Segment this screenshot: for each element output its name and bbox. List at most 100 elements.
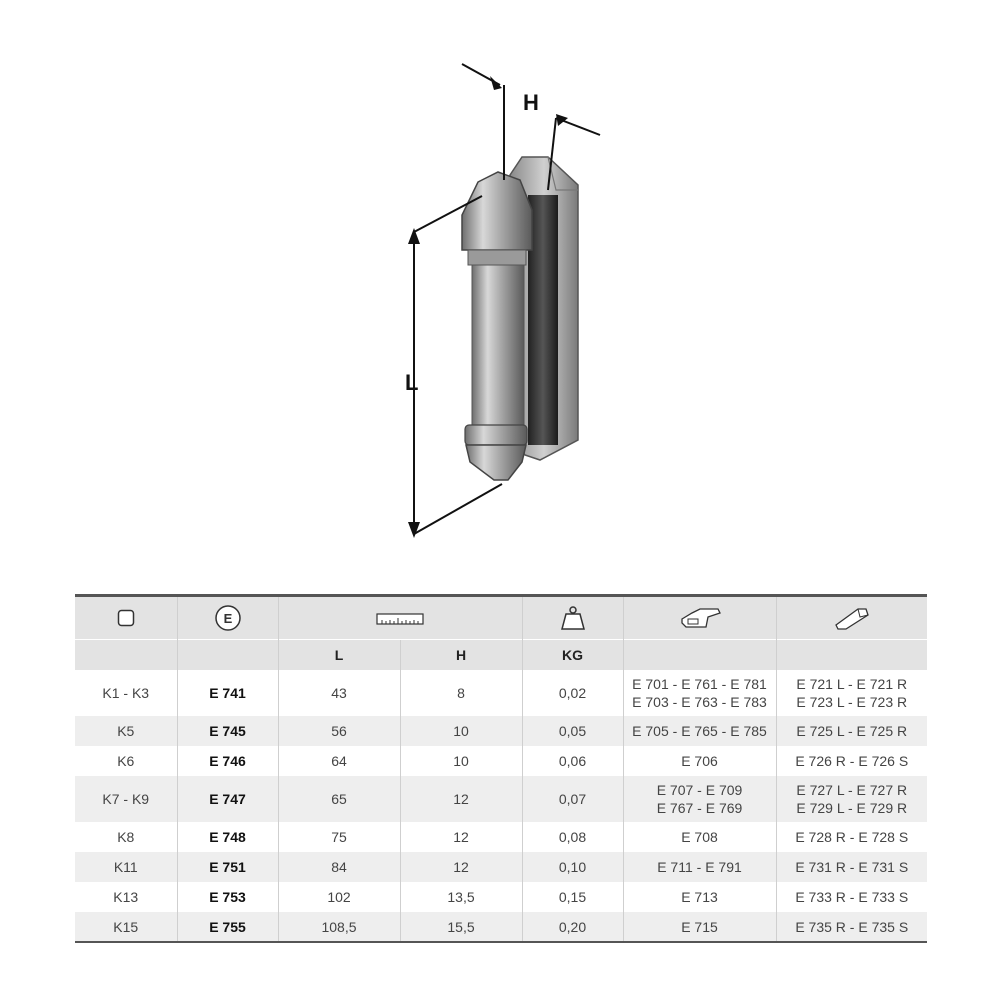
tooth-cell: E 735 R - E 735 S	[775, 912, 927, 943]
code-cell: E 746	[176, 746, 279, 776]
kg-cell: 0,08	[521, 822, 623, 852]
adapter-code: E 701 - E 761 - E 781	[632, 676, 767, 692]
kg-cell: 0,05	[521, 716, 623, 746]
size-cell: K11	[75, 852, 177, 882]
h-cell: 10	[399, 716, 522, 746]
tooth-code: E 721 L - E 721 R	[796, 676, 908, 692]
l-header: L	[277, 639, 400, 670]
tooth-cell: E 728 R - E 728 S	[775, 822, 927, 852]
pin	[461, 171, 533, 481]
adapter-code: E 711 - E 791	[657, 859, 742, 875]
code-cell: E 748	[176, 822, 279, 852]
h-header: H	[399, 639, 522, 670]
tooth-header	[775, 639, 927, 670]
adapter-cell: E 711 - E 791	[622, 852, 776, 882]
tooth-column-icon-cell	[775, 594, 927, 640]
tooth-cell: E 733 R - E 733 S	[775, 882, 927, 912]
adapter-code: E 715	[681, 918, 718, 935]
size-cell: K5	[75, 716, 177, 746]
size-column-icon-cell	[75, 594, 177, 640]
size-cell: K8	[117, 829, 135, 845]
adapter-code: E 703 - E 763 - E 783	[632, 694, 767, 710]
tooth-code: E 731 R - E 731 S	[795, 859, 909, 875]
code-cell: E 753	[176, 882, 279, 912]
l-cell: 108,5	[277, 912, 400, 943]
h-cell: 8	[399, 670, 522, 716]
code-column-icon-cell: E	[176, 594, 278, 640]
l-cell: 75	[277, 822, 400, 852]
h-cell: 12	[399, 776, 522, 822]
adapter-code: E 707 - E 709	[656, 782, 743, 798]
adapter-code: E 767 - E 769	[656, 800, 743, 816]
kg-cell: 0,15	[521, 882, 623, 912]
code-cell: E 741	[176, 670, 279, 716]
dimension-l-label: L	[405, 370, 418, 395]
adapter-code: E 708	[681, 829, 718, 845]
code-header	[176, 639, 278, 670]
kg-cell: 0,07	[521, 776, 623, 822]
h-cell: 10	[399, 746, 522, 776]
tooth-code: E 733 R - E 733 S	[795, 889, 909, 905]
l-cell: 84	[277, 852, 400, 882]
code-badge-icon: E	[214, 605, 241, 631]
adapter-code: E 706	[681, 753, 718, 769]
l-cell: 65	[277, 776, 400, 822]
code-cell: E 755	[176, 912, 279, 943]
adapter-cell: E 706	[622, 746, 776, 776]
size-cell: K6	[117, 753, 135, 769]
size-cell: K15	[75, 912, 177, 943]
code-badge-letter: E	[223, 611, 232, 626]
adapter-icon	[680, 608, 721, 628]
part-illustration: H L	[405, 63, 601, 538]
size-cell: K7 - K9	[75, 776, 177, 822]
size-cell: K13	[113, 889, 139, 905]
weight-icon	[560, 606, 585, 630]
h-cell: 15,5	[399, 912, 522, 943]
kg-cell: 0,10	[521, 852, 623, 882]
tooth-icon	[834, 608, 869, 630]
h-cell: 13,5	[399, 882, 522, 912]
rubber-core	[528, 195, 558, 445]
adapter-cell: E 701 - E 761 - E 781 E 703 - E 763 - E 7…	[622, 670, 776, 716]
tooth-code: E 728 R - E 728 S	[795, 829, 909, 845]
tooth-code: E 735 R - E 735 S	[795, 918, 909, 935]
adapter-cell: E 715	[622, 912, 776, 943]
l-cell: 56	[277, 716, 400, 746]
l-cell: 64	[277, 746, 400, 776]
h-cell: 12	[399, 852, 522, 882]
size-cell: K1 - K3	[102, 685, 150, 701]
h-cell: 12	[399, 822, 522, 852]
ruler-icon	[376, 613, 424, 625]
code-cell: E 745	[176, 716, 279, 746]
kg-cell: 0,02	[521, 670, 623, 716]
tooth-cell: E 731 R - E 731 S	[775, 852, 927, 882]
tooth-code: E 723 L - E 723 R	[796, 694, 908, 710]
l-cell: 102	[277, 882, 400, 912]
adapter-cell: E 705 - E 765 - E 785	[622, 716, 776, 746]
weight-column-icon-cell	[521, 594, 623, 640]
adapter-code: E 713	[681, 889, 718, 905]
tooth-code: E 729 L - E 729 R	[796, 800, 908, 816]
tooth-cell: E 721 L - E 721 R E 723 L - E 723 R	[775, 670, 927, 716]
kg-cell: 0,06	[521, 746, 623, 776]
adapter-column-icon-cell	[622, 594, 776, 640]
adapter-code: E 705 - E 765 - E 785	[632, 723, 767, 739]
dimension-column-icon-cell	[277, 594, 522, 640]
tooth-code: E 726 R - E 726 S	[795, 753, 909, 769]
label-header-row: L H KG	[75, 639, 927, 670]
dimension-l	[413, 195, 503, 535]
adapter-cell: E 707 - E 709 E 767 - E 769	[622, 776, 776, 822]
size-header	[75, 639, 177, 670]
tooth-cell: E 726 R - E 726 S	[775, 746, 927, 776]
adapter-header	[622, 639, 776, 670]
spec-table: E	[75, 594, 927, 943]
l-cell: 43	[277, 670, 400, 716]
